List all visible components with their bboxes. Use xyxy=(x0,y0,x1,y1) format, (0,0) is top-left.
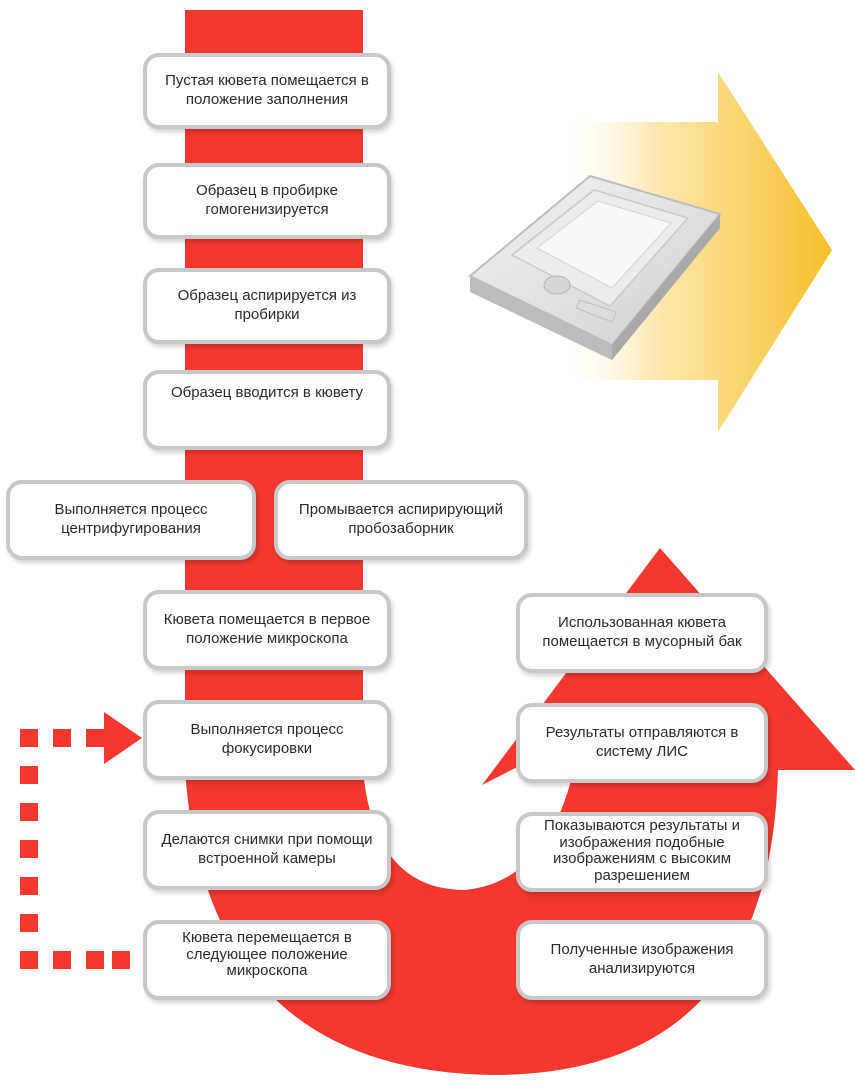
step-rinse-probe-text: Промывается аспирирующий пробозаборник xyxy=(298,501,504,537)
step-empty-cuvette-text: Пустая кювета помещается в положение зап… xyxy=(165,72,369,108)
step-focusing-text: Выполняется процесс фокусировки xyxy=(190,721,344,757)
step-capture-images-text: Делаются снимки при помощи встроенной ка… xyxy=(161,831,373,867)
step-show-results: Показываются результаты и изображения по… xyxy=(516,812,768,892)
dashed-loop-arrow xyxy=(20,712,142,969)
step-aspirate-text: Образец аспирируется из пробирки xyxy=(177,287,357,323)
step-aspirate: Образец аспирируется из пробирки xyxy=(143,268,391,344)
step-analyze-images-text: Полученные изображения анализируются xyxy=(550,941,734,977)
step-focusing: Выполняется процесс фокусировки xyxy=(143,700,391,780)
step-analyze-images: Полученные изображения анализируются xyxy=(516,920,768,1000)
step-show-results-text: Показываются результаты и изображения по… xyxy=(544,817,740,884)
step-homogenize-text: Образец в пробирке гомогенизируется xyxy=(196,182,338,218)
step-inject-text: Образец вводится в кювету xyxy=(170,384,364,401)
step-send-lis-text: Результаты отправляются в систему ЛИС xyxy=(545,724,739,760)
step-next-position-text: Кювета перемещается в следующее положени… xyxy=(182,929,352,979)
step-capture-images: Делаются снимки при помощи встроенной ка… xyxy=(143,810,391,890)
step-first-position-text: Кювета помещается в первое положение мик… xyxy=(163,611,371,647)
step-rinse-probe: Промывается аспирирующий пробозаборник xyxy=(274,480,528,560)
step-homogenize: Образец в пробирке гомогенизируется xyxy=(143,163,391,239)
step-centrifuge-text: Выполняется процесс центрифугирования xyxy=(54,501,208,537)
step-send-lis: Результаты отправляются в систему ЛИС xyxy=(516,703,768,783)
step-empty-cuvette: Пустая кювета помещается в положение зап… xyxy=(143,53,391,129)
step-inject: Образец вводится в кювету xyxy=(143,370,391,450)
step-used-cuvette: Использованная кювета помещается в мусор… xyxy=(516,593,768,673)
step-first-position: Кювета помещается в первое положение мик… xyxy=(143,590,391,670)
step-centrifuge: Выполняется процесс центрифугирования xyxy=(6,480,256,560)
step-used-cuvette-text: Использованная кювета помещается в мусор… xyxy=(542,614,742,650)
step-next-position: Кювета перемещается в следующее положени… xyxy=(143,920,391,1000)
cuvette-icon xyxy=(468,174,722,360)
